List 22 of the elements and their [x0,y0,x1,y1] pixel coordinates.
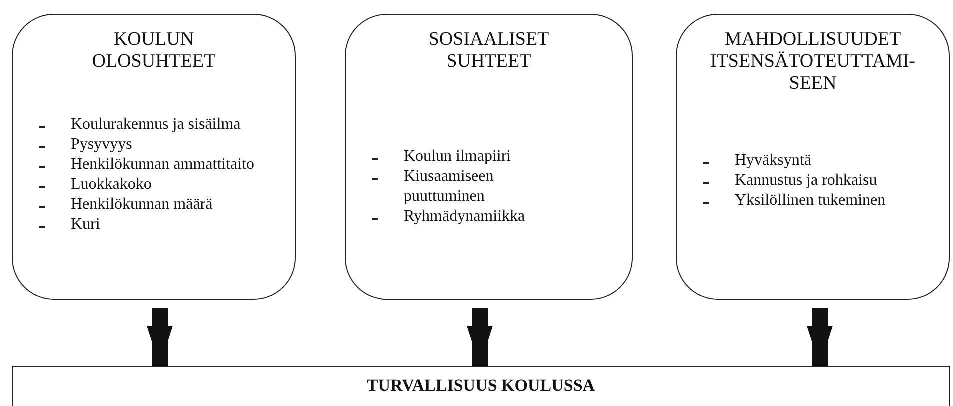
list-item: Henkilökunnan määrä [71,196,213,213]
list-item: Kiusaamiseen puuttuminen [404,168,494,205]
list-item: Ryhmädynamiikka [404,208,526,225]
box-heading: MAHDOLLISUUDET ITSENSÄTOTEUTTAMI-SEEN [710,29,916,95]
block-arrow [467,308,493,366]
box-heading: SOSIAALISET SUHTEET [428,29,550,73]
list-item: Henkilökunnan ammattitaito [71,156,255,173]
rounded-box [345,14,633,300]
list-item: Kannustus ja rohkaisu [735,172,878,189]
box-heading: TURVALLISUUS KOULUSSA [366,375,596,397]
list-item: Hyväksyntä [735,152,812,169]
list-item: Yksilöllinen tukeminen [735,192,886,209]
list-item: Kuri [71,216,100,233]
list-item: Koulun ilmapiiri [404,148,512,165]
list-item: Koulurakennus ja sisäilma [71,116,241,133]
block-arrow [147,308,173,366]
rounded-box [12,14,296,300]
list-item: Pysyvyys [71,136,132,153]
rounded-box [676,14,950,300]
list-item: Luokkakoko [71,176,152,193]
block-arrow [807,308,833,366]
box-heading: KOULUN OLOSUHTEET [91,29,217,73]
